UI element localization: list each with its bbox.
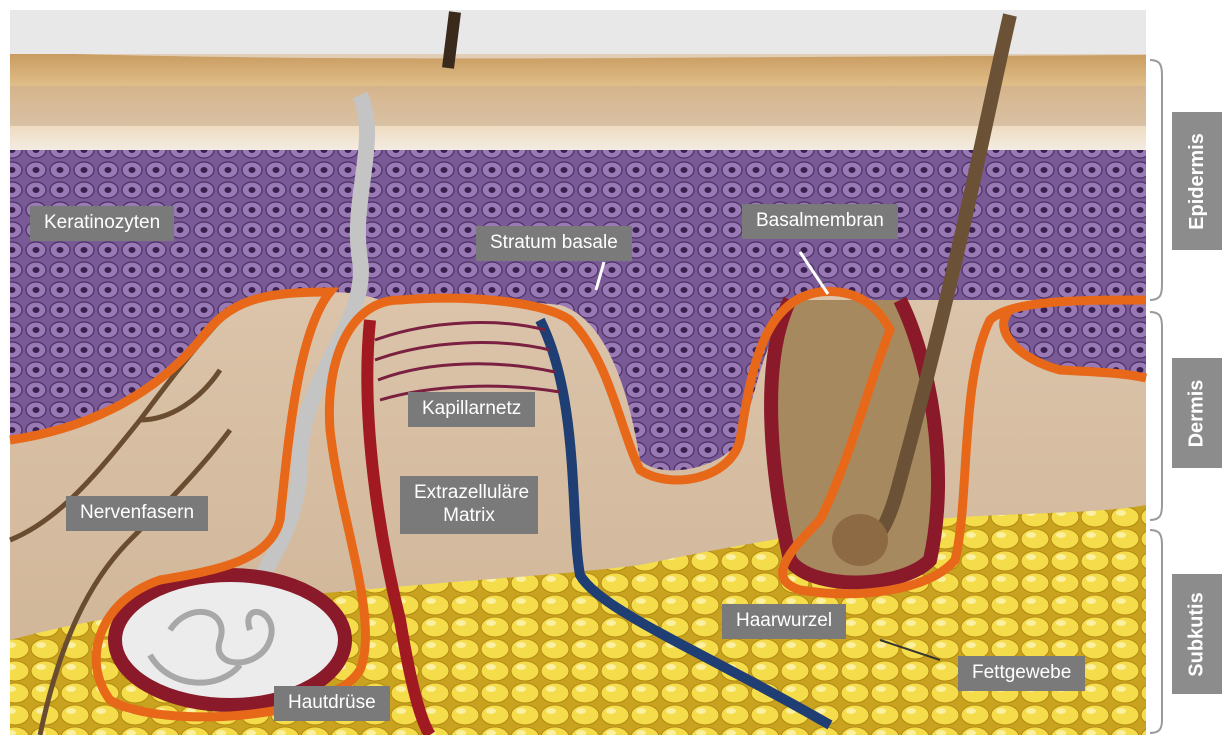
hair-shaft-top	[448, 12, 455, 68]
layer-dermis: Dermis	[1172, 358, 1222, 468]
stratum-corneum-bands	[10, 86, 1146, 126]
label-hautdruese: Hautdrüse	[274, 686, 390, 721]
layer-epidermis-label: Epidermis	[1186, 133, 1209, 230]
layer-subkutis: Subkutis	[1172, 574, 1222, 694]
label-extrazellulaere-matrix: Extrazelluläre Matrix	[400, 476, 538, 534]
layer-dermis-label: Dermis	[1186, 379, 1209, 447]
air-background	[10, 10, 1146, 54]
subkutis-bracket	[1150, 530, 1162, 733]
label-fettgewebe: Fettgewebe	[958, 656, 1085, 691]
layer-epidermis: Epidermis	[1172, 112, 1222, 250]
hair-bulb	[832, 514, 888, 566]
label-keratinozyten: Keratinozyten	[30, 206, 174, 241]
label-basalmembran: Basalmembran	[742, 204, 898, 239]
label-stratum-basale: Stratum basale	[476, 226, 632, 261]
layer-subkutis-label: Subkutis	[1186, 592, 1209, 676]
label-haarwurzel: Haarwurzel	[722, 604, 846, 639]
label-kapillarnetz: Kapillarnetz	[408, 392, 535, 427]
epidermis-bracket	[1150, 60, 1162, 300]
dermis-bracket	[1150, 312, 1162, 520]
label-nervenfasern: Nervenfasern	[66, 496, 208, 531]
